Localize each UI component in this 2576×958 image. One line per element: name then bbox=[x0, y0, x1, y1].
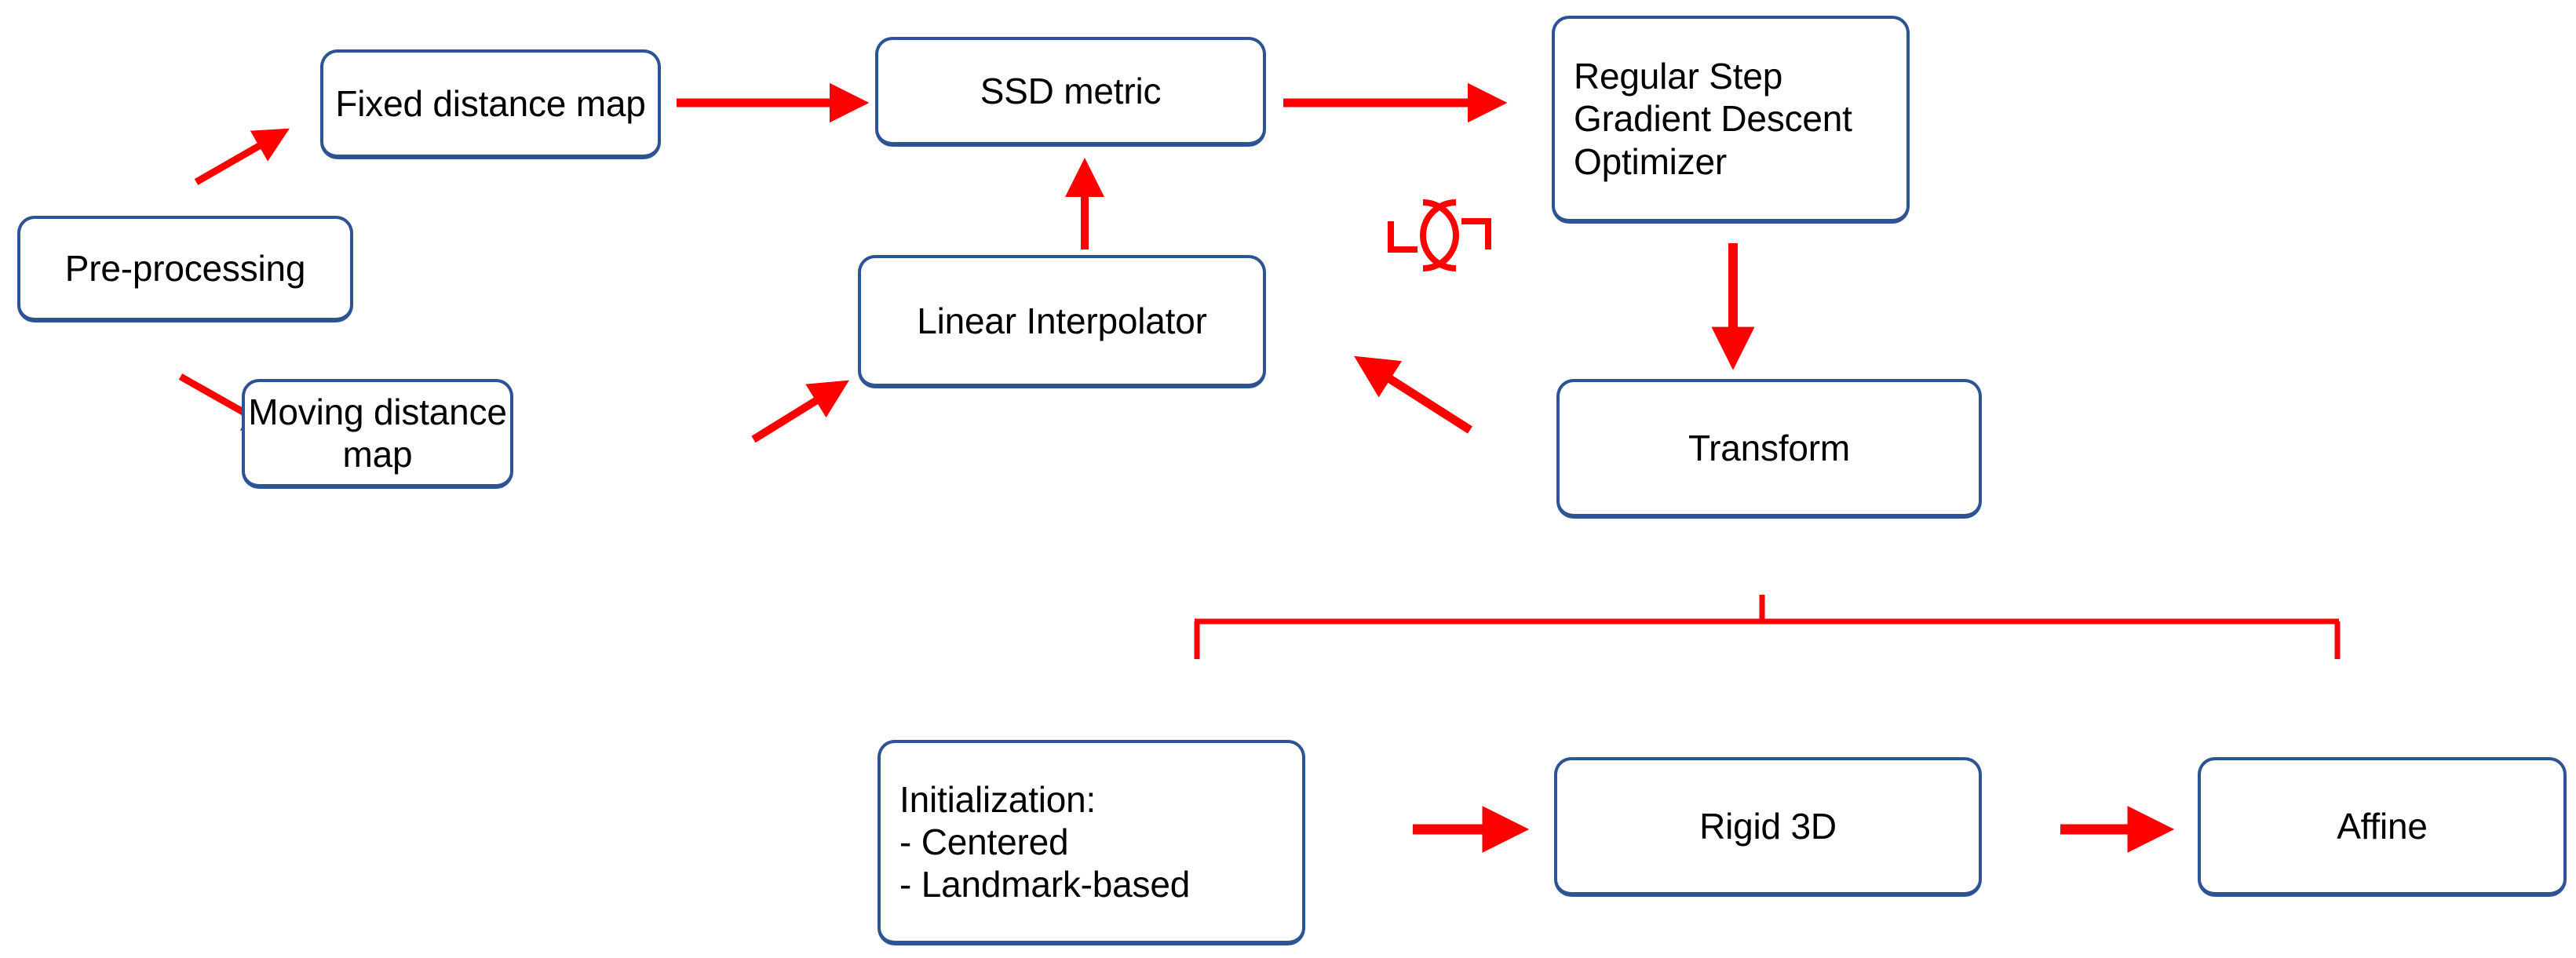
node-optimizer[interactable]: Regular Step Gradient Descent Optimizer bbox=[1552, 16, 1910, 224]
node-rigid-3d[interactable]: Rigid 3D bbox=[1554, 757, 1982, 897]
node-label-linear-interpolator: Linear Interpolator bbox=[917, 300, 1207, 341]
arrow-pre-to-fixed bbox=[194, 128, 290, 185]
node-label-initialization: Initialization: - Centered - Landmark-ba… bbox=[899, 778, 1191, 905]
circular-refresh-icon bbox=[1388, 199, 1491, 271]
node-label-fixed-distance-map: Fixed distance map bbox=[335, 82, 646, 124]
node-initialization[interactable]: Initialization: - Centered - Landmark-ba… bbox=[878, 740, 1305, 945]
node-label-pre-processing: Pre-processing bbox=[64, 247, 306, 289]
node-ssd-metric[interactable]: SSD metric bbox=[875, 37, 1266, 147]
arrow-moving-to-interpolator bbox=[751, 380, 849, 443]
arrow-transform-to-interpolator bbox=[1354, 355, 1472, 434]
node-label-ssd-metric: SSD metric bbox=[980, 70, 1162, 111]
node-linear-interpolator[interactable]: Linear Interpolator bbox=[858, 255, 1266, 388]
bracket-transform-split bbox=[1194, 595, 2341, 659]
node-pre-processing[interactable]: Pre-processing bbox=[17, 216, 353, 322]
node-label-rigid-3d: Rigid 3D bbox=[1699, 805, 1837, 847]
node-moving-distance-map[interactable]: Moving distance map bbox=[242, 379, 513, 489]
node-fixed-distance-map[interactable]: Fixed distance map bbox=[320, 49, 661, 159]
node-label-affine: Affine bbox=[2337, 805, 2428, 847]
node-label-moving-distance-map: Moving distance map bbox=[248, 391, 507, 475]
node-transform[interactable]: Transform bbox=[1556, 379, 1982, 519]
node-affine[interactable]: Affine bbox=[2198, 757, 2567, 897]
node-label-optimizer: Regular Step Gradient Descent Optimizer bbox=[1574, 56, 1852, 182]
node-label-transform: Transform bbox=[1688, 427, 1851, 468]
